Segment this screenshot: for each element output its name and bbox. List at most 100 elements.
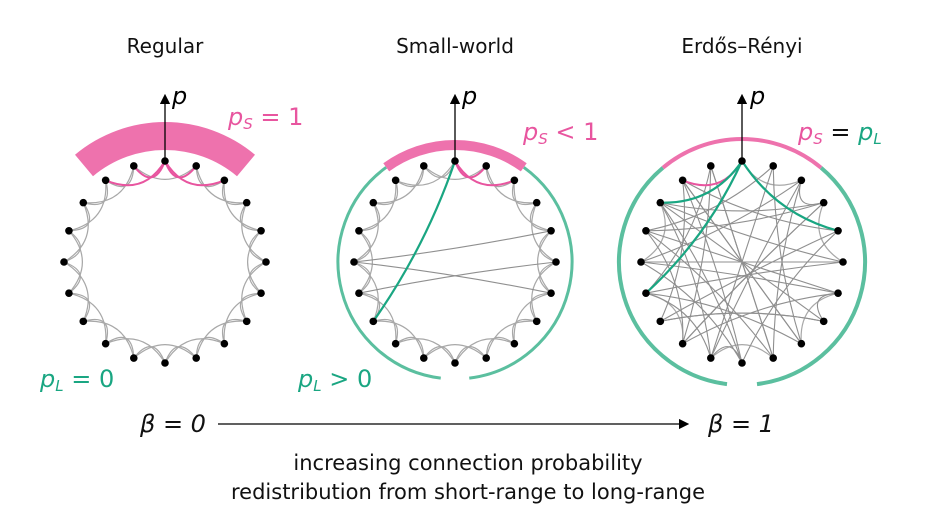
edge (83, 165, 135, 204)
edge (68, 230, 83, 294)
highlighted-long-range-edge (741, 160, 839, 232)
network-node (656, 198, 665, 207)
long-range-edge (645, 261, 844, 294)
highlighted-long-range-edge (645, 160, 744, 295)
edge (353, 202, 379, 263)
pl-label-regular: pL = 0 (39, 365, 114, 395)
edge (454, 338, 515, 364)
pl-label-small-world: pL > 0 (297, 365, 372, 395)
long-range-edge (772, 165, 802, 344)
edge (195, 320, 247, 359)
network-node (706, 162, 715, 170)
network-node (65, 289, 73, 298)
edge (529, 292, 552, 322)
edge (239, 292, 262, 322)
network-node (642, 226, 650, 235)
network-node (220, 176, 229, 185)
network-node (391, 176, 400, 185)
network-node (129, 354, 138, 362)
edge (358, 292, 397, 344)
highlighted-long-range-edge (660, 160, 743, 204)
long-range-edge (682, 179, 839, 232)
p-axis-label: p (171, 82, 187, 110)
edge (105, 336, 135, 359)
long-range-edge (645, 230, 684, 344)
edge (164, 338, 225, 364)
long-range-edge (659, 202, 743, 364)
network-node (79, 317, 88, 326)
network-node (220, 339, 229, 348)
network-node (161, 359, 169, 367)
edge (241, 261, 267, 322)
network-node (242, 198, 251, 207)
long-range-edge (645, 230, 774, 359)
network-node (706, 354, 715, 362)
long-range-probability-ring (469, 166, 574, 380)
network-node (350, 258, 358, 266)
edge (485, 336, 515, 359)
edge (63, 261, 89, 322)
network-node (369, 317, 378, 326)
edge (223, 180, 262, 232)
edge (537, 230, 552, 294)
long-range-edge (353, 261, 552, 294)
edge (373, 165, 425, 204)
edge (395, 160, 456, 186)
long-range-edge (660, 202, 824, 212)
edge (513, 292, 552, 344)
network-node (834, 226, 842, 235)
edge (358, 202, 381, 232)
network-node (797, 176, 806, 185)
long-range-edge (660, 202, 844, 263)
network-node (101, 176, 110, 185)
edge (195, 336, 225, 359)
long-range-edge (645, 165, 712, 294)
network-node (834, 289, 842, 298)
network-node (547, 289, 555, 298)
network-node (369, 198, 378, 207)
network-node (819, 317, 828, 326)
network-node (262, 258, 270, 266)
edge (247, 230, 262, 294)
network-node (161, 157, 169, 165)
edge (68, 202, 91, 232)
edge (133, 165, 197, 180)
network-node (391, 339, 400, 348)
network-node (532, 317, 541, 326)
highlighted-long-range-edge (372, 160, 457, 322)
network-node (65, 226, 73, 235)
long-range-edge (659, 180, 686, 322)
long-range-probability-ring (617, 166, 728, 387)
long-range-edge (816, 292, 839, 322)
network-node (656, 317, 665, 326)
p-axis-label: p (461, 82, 477, 110)
edge (485, 165, 515, 188)
network-node (419, 354, 428, 362)
edge (105, 338, 166, 364)
network-panel-1 (336, 93, 574, 380)
caption-line-1: increasing connection probability (293, 451, 642, 475)
edge (105, 165, 135, 188)
edge (358, 180, 397, 232)
long-range-edge (640, 179, 802, 263)
long-range-edge (659, 202, 712, 359)
edge (195, 165, 225, 188)
edge (423, 344, 487, 359)
network-node (482, 354, 491, 362)
network-node (419, 162, 428, 170)
network-node (510, 339, 519, 348)
long-range-edge (798, 180, 824, 206)
ps-label-small-world: pS < 1 (522, 118, 598, 148)
network-node (242, 317, 251, 326)
edge (241, 202, 267, 263)
network-node (510, 176, 519, 185)
edge (358, 230, 373, 294)
edge (63, 202, 89, 263)
edge (395, 338, 456, 364)
long-range-edge (660, 312, 824, 322)
edge (395, 165, 425, 188)
network-node (738, 359, 746, 367)
p-axis-label: p (749, 82, 765, 110)
long-range-edge (772, 180, 802, 359)
network-panel-2 (617, 93, 867, 387)
